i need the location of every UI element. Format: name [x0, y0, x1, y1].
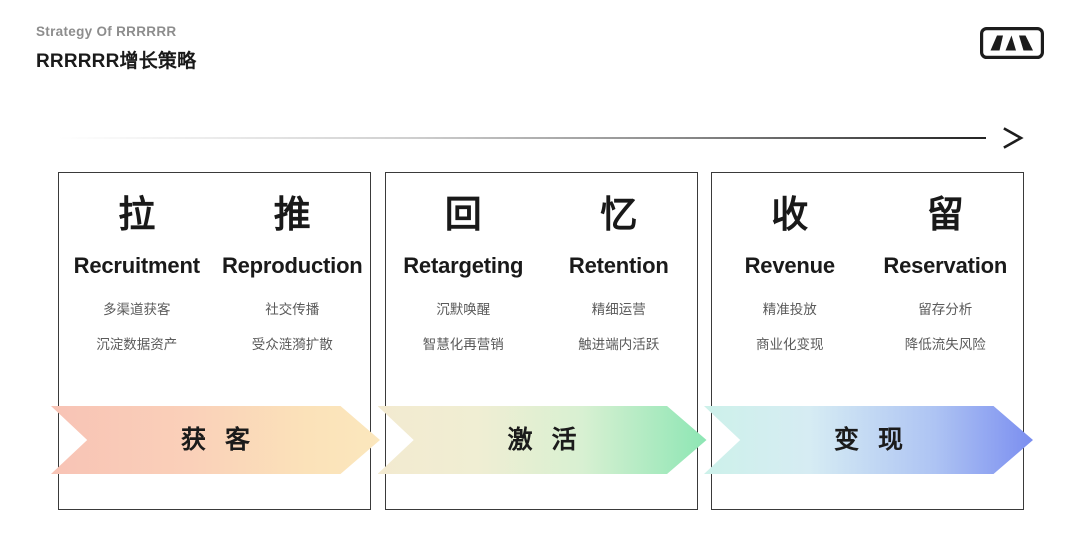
arrow-head-icon — [1002, 126, 1024, 150]
page-title: RRRRRR增长策略 — [36, 51, 197, 72]
progress-arrow-line — [58, 137, 986, 139]
card-column-reproduction: 推 Reproduction 社交传播 受众涟漪扩散 — [215, 191, 371, 356]
column-title: Retargeting — [403, 253, 524, 278]
column-point: 沉默唤醒 — [436, 302, 491, 317]
progress-arrow — [58, 126, 1024, 150]
column-point: 社交传播 — [265, 302, 320, 317]
column-glyph: 推 — [273, 194, 311, 235]
ribbon-label: 获 客 — [181, 425, 256, 454]
strategy-card-activation[interactable]: 回 Retargeting 沉默唤醒 智慧化再营销 忆 Retention 精细… — [377, 172, 707, 510]
column-glyph: 忆 — [600, 194, 638, 235]
column-point: 降低流失风险 — [904, 337, 986, 352]
card-columns: 回 Retargeting 沉默唤醒 智慧化再营销 忆 Retention 精细… — [386, 173, 697, 356]
strategy-card-row: 拉 Recruitment 多渠道获客 沉淀数据资产 推 Reproductio… — [51, 172, 1033, 510]
strategy-card-monetization[interactable]: 收 Revenue 精准投放 商业化变现 留 Reservation 留存分析 … — [704, 172, 1033, 510]
column-glyph: 收 — [771, 194, 809, 235]
column-point: 精准投放 — [762, 302, 817, 317]
column-point: 触进端内活跃 — [578, 337, 660, 352]
card-column-retention: 忆 Retention 精细运营 触进端内活跃 — [541, 191, 697, 356]
stage-ribbon-acquisition: 获 客 — [51, 406, 380, 474]
column-point: 受众涟漪扩散 — [251, 337, 333, 352]
column-title: Reproduction — [221, 253, 363, 278]
card-column-retargeting: 回 Retargeting 沉默唤醒 智慧化再营销 — [386, 191, 542, 356]
column-point: 多渠道获客 — [103, 302, 171, 317]
column-point: 留存分析 — [918, 302, 973, 317]
column-title: Reservation — [883, 253, 1008, 278]
column-glyph: 拉 — [118, 194, 156, 235]
mountain-logo-icon — [980, 27, 1044, 59]
page-header: Strategy Of RRRRRR RRRRRR增长策略 — [36, 22, 1044, 84]
card-column-revenue: 收 Revenue 精准投放 商业化变现 — [712, 191, 868, 356]
ribbon-label: 激 活 — [507, 425, 583, 454]
column-point: 精细运营 — [591, 302, 646, 317]
column-title: Recruitment — [73, 253, 200, 278]
ribbon-label: 变 现 — [834, 425, 909, 454]
card-column-reservation: 留 Reservation 留存分析 降低流失风险 — [868, 191, 1024, 356]
column-title: Retention — [568, 253, 669, 278]
column-glyph: 回 — [444, 194, 482, 235]
column-point: 沉淀数据资产 — [96, 337, 178, 352]
page-eyebrow: Strategy Of RRRRRR — [36, 24, 177, 39]
card-columns: 收 Revenue 精准投放 商业化变现 留 Reservation 留存分析 … — [712, 173, 1023, 356]
card-column-recruitment: 拉 Recruitment 多渠道获客 沉淀数据资产 — [59, 191, 215, 356]
column-point: 商业化变现 — [756, 337, 824, 352]
stage-ribbon-monetization: 变 现 — [704, 406, 1033, 474]
column-glyph: 留 — [926, 194, 964, 235]
card-columns: 拉 Recruitment 多渠道获客 沉淀数据资产 推 Reproductio… — [59, 173, 370, 356]
strategy-card-acquisition[interactable]: 拉 Recruitment 多渠道获客 沉淀数据资产 推 Reproductio… — [51, 172, 380, 510]
column-point: 智慧化再营销 — [422, 337, 504, 352]
column-title: Revenue — [744, 253, 836, 278]
stage-ribbon-activation: 激 活 — [377, 406, 707, 474]
